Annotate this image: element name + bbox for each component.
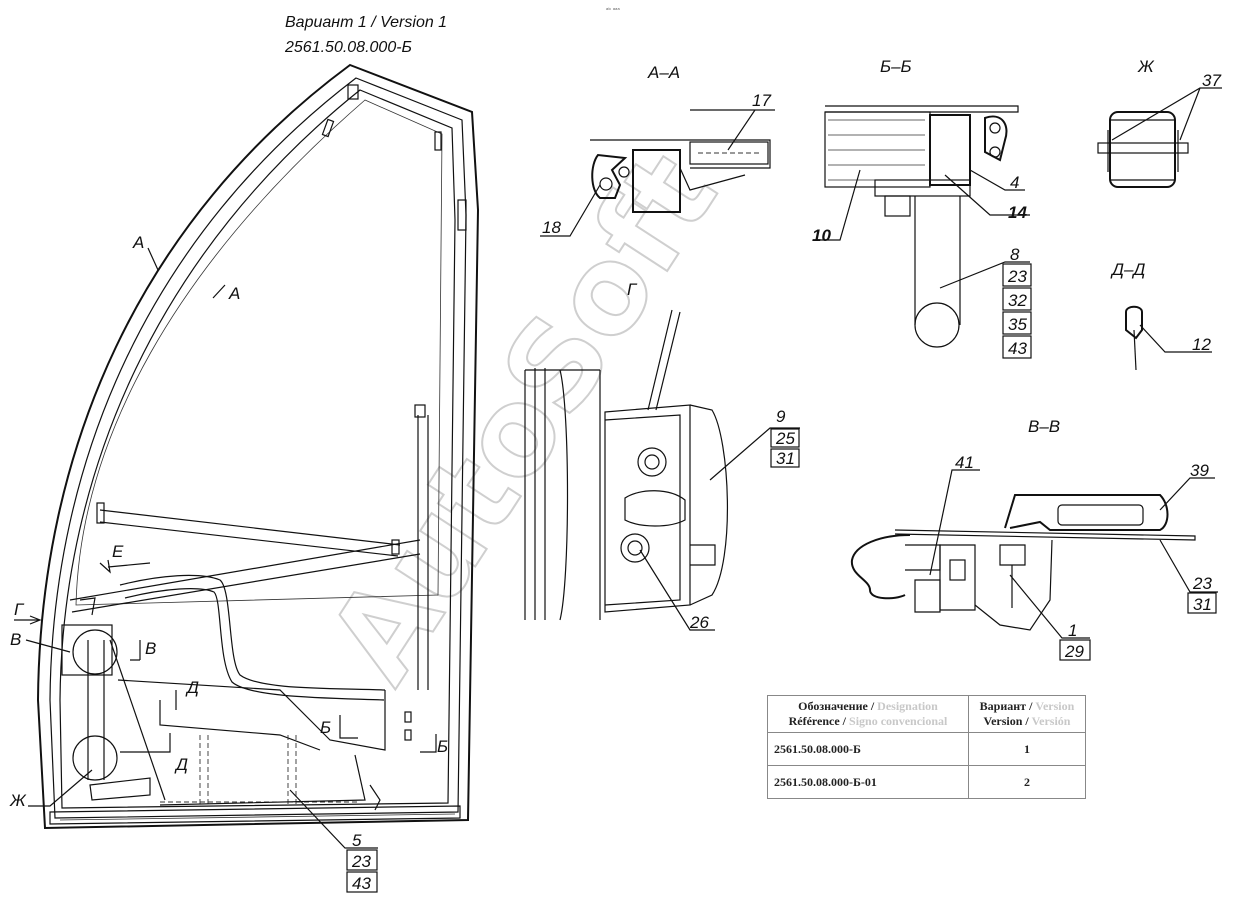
header-variant-ru: Вариант / xyxy=(979,699,1033,713)
mark-b1: Б xyxy=(320,718,331,737)
callout-26: 26 xyxy=(689,613,709,632)
mark-b2: Б xyxy=(437,737,448,756)
callout-1: 1 xyxy=(1068,621,1077,640)
table-row: 2561.50.08.000-Б-01 2 xyxy=(767,765,1086,799)
header-designation-es: Signo convencional xyxy=(849,714,948,728)
table-header-designation: Обозначение / Designation Référence / Si… xyxy=(767,695,969,733)
row-designation: 2561.50.08.000-Б xyxy=(767,732,969,766)
callout-10: 10 xyxy=(812,226,831,245)
callout-35: 35 xyxy=(1008,315,1027,334)
door-section-marks: А А Е Г В В Д Д Б Б Ж 5 23 43 xyxy=(9,233,448,893)
mark-zh: Ж xyxy=(9,791,27,810)
callout-23b: 23 xyxy=(1192,574,1212,593)
section-bb: Б–Б 4 14 10 8 23 32 35 43 xyxy=(812,57,1032,359)
row-variant: 1 xyxy=(968,732,1086,766)
section-bb-title: Б–Б xyxy=(880,57,912,76)
header-designation-en: Designation xyxy=(877,699,938,713)
header-variant-fr: Version / xyxy=(983,714,1029,728)
view-g-title: Г xyxy=(627,280,638,299)
callout-9: 9 xyxy=(776,407,786,426)
row-designation: 2561.50.08.000-Б-01 xyxy=(767,765,969,799)
header-designation-fr: Référence / xyxy=(788,714,847,728)
callout-31a: 31 xyxy=(776,449,795,468)
table-header-variant: Вариант / Version Version / Versión xyxy=(968,695,1086,733)
table-row: 2561.50.08.000-Б 1 xyxy=(767,732,1086,766)
header-variant-en: Version xyxy=(1035,699,1075,713)
callout-37: 37 xyxy=(1202,71,1221,90)
callout-14: 14 xyxy=(1008,203,1027,222)
section-dd-title: Д–Д xyxy=(1110,260,1145,279)
callout-4: 4 xyxy=(1010,173,1019,192)
callout-23c: 23 xyxy=(351,852,371,871)
variant-table: Обозначение / Designation Référence / Si… xyxy=(767,695,1086,799)
door-main-view xyxy=(36,63,480,830)
row-variant: 2 xyxy=(968,765,1086,799)
mark-v1: В xyxy=(10,630,21,649)
watermark: AutoSoft xyxy=(303,130,744,706)
mark-v2: В xyxy=(145,639,156,658)
mark-d1: Д xyxy=(185,678,199,697)
callout-43b: 43 xyxy=(352,874,371,893)
view-zh-title: Ж xyxy=(1137,57,1155,76)
header-variant-es: Versión xyxy=(1031,714,1071,728)
callout-17: 17 xyxy=(752,91,771,110)
mark-g: Г xyxy=(14,600,25,619)
table-header-row: Обозначение / Designation Référence / Si… xyxy=(767,695,1086,733)
callout-5: 5 xyxy=(352,831,362,850)
view-zh: Ж 37 xyxy=(1097,57,1222,188)
callout-23a: 23 xyxy=(1007,267,1027,286)
callout-41: 41 xyxy=(955,453,974,472)
callout-39: 39 xyxy=(1190,461,1209,480)
view-g: Г 9 25 31 26 xyxy=(524,280,800,632)
section-vv: В–В 41 39 23 31 1 29 xyxy=(850,417,1218,661)
callout-18: 18 xyxy=(542,218,561,237)
callout-8: 8 xyxy=(1010,245,1020,264)
callout-25: 25 xyxy=(775,429,795,448)
callout-31b: 31 xyxy=(1193,595,1212,614)
callout-43a: 43 xyxy=(1008,339,1027,358)
section-vv-title: В–В xyxy=(1028,417,1060,436)
drawing-number: 2561.50.08.000-Б xyxy=(284,39,412,56)
section-aa: А–А 17 18 xyxy=(540,63,775,237)
mark-a2: А xyxy=(228,284,240,303)
callout-32: 32 xyxy=(1008,291,1027,310)
tiny-mark: ᵃᵇ ᵃᵃᵃ xyxy=(606,7,620,14)
mark-e: Е xyxy=(112,542,124,561)
mark-a1: А xyxy=(132,233,144,252)
callout-12: 12 xyxy=(1192,335,1211,354)
section-aa-title: А–А xyxy=(647,63,680,82)
header-designation-ru: Обозначение / xyxy=(798,699,875,713)
callout-29: 29 xyxy=(1064,642,1084,661)
section-dd: Д–Д 12 xyxy=(1110,260,1212,371)
variant-caption: Вариант 1 / Version 1 xyxy=(285,14,447,31)
mark-d2: Д xyxy=(174,755,188,774)
